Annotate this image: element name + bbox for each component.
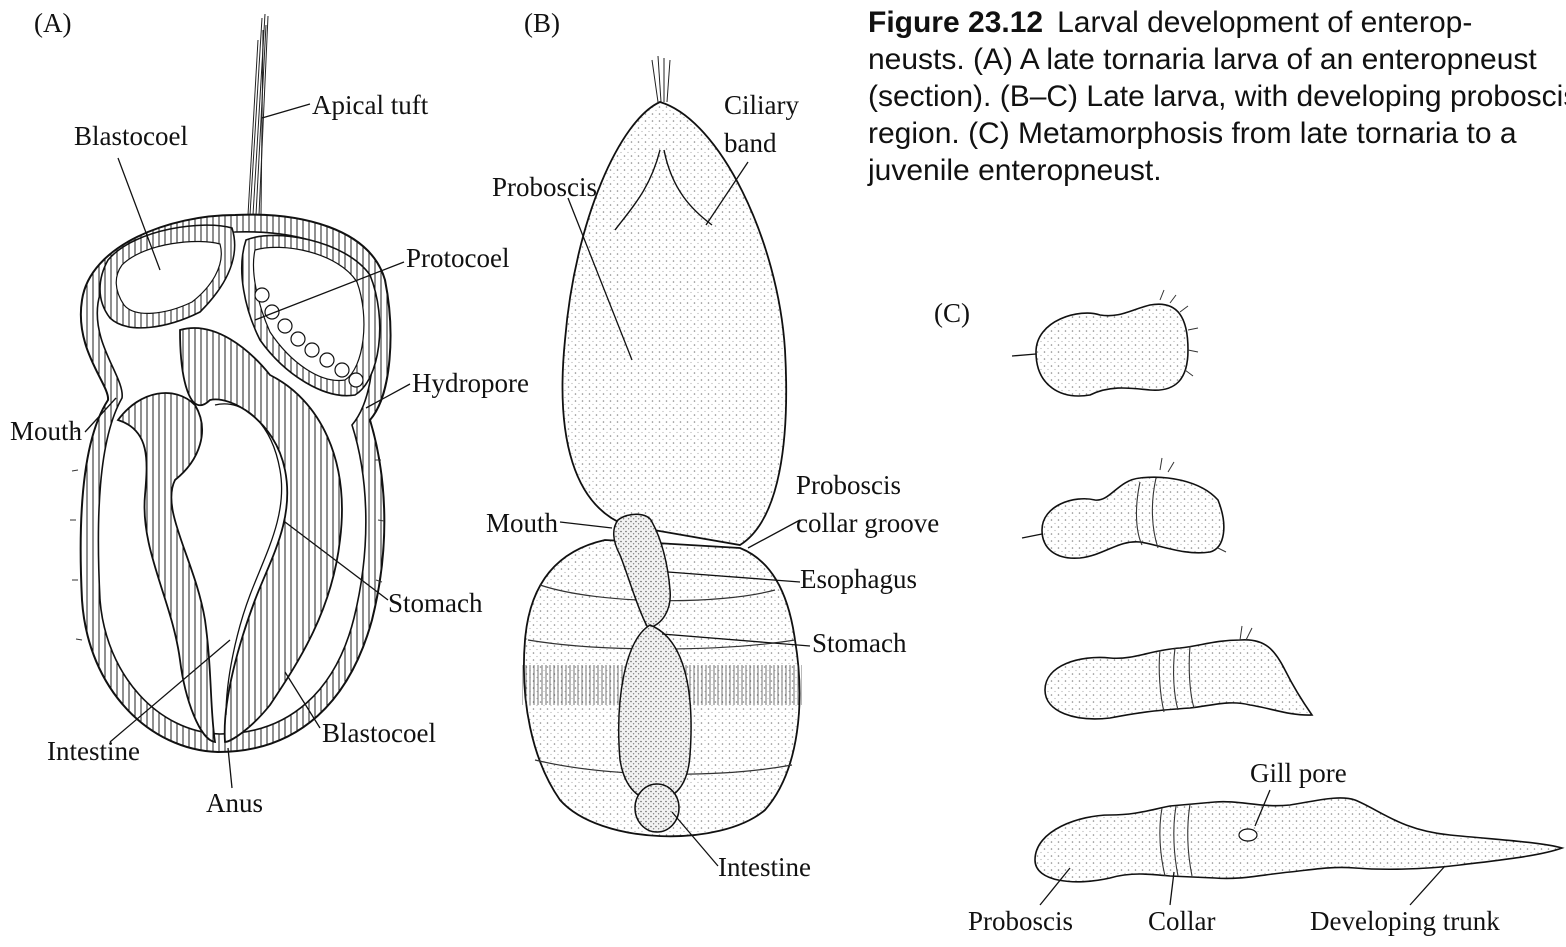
caption-line-1: Figure 23.12 Larval development of entero… xyxy=(868,4,1558,41)
label-apical-tuft: Apical tuft xyxy=(312,90,429,120)
stage-4-juvenile xyxy=(1035,798,1562,882)
label-hydropore: Hydropore xyxy=(412,368,529,398)
label-mouth-b: Mouth xyxy=(486,508,559,538)
panel-b-label: (B) xyxy=(524,8,560,38)
stage-3-larva xyxy=(1045,626,1312,719)
panel-a-label: (A) xyxy=(34,8,71,38)
label-proboscis-collar-1: Proboscis xyxy=(796,470,901,500)
caption-text-1: Larval development of enterop- xyxy=(1057,6,1472,39)
label-blastocoel-top: Blastocoel xyxy=(74,121,188,151)
label-blastocoel-bottom: Blastocoel xyxy=(322,718,436,748)
panel-c-label: (C) xyxy=(934,298,970,328)
label-esophagus: Esophagus xyxy=(800,564,917,594)
label-mouth-a: Mouth xyxy=(10,416,83,446)
stage-1-larva xyxy=(1012,290,1198,396)
larva-b-proboscis xyxy=(563,102,787,545)
larva-b-apical-tuft xyxy=(652,56,670,102)
label-intestine-a: Intestine xyxy=(47,736,140,766)
label-intestine-b: Intestine xyxy=(718,852,811,882)
panel-c: (C) xyxy=(934,290,1562,936)
caption-line-3: (section). (B–C) Late larva, with develo… xyxy=(868,78,1558,115)
label-developing-trunk: Developing trunk xyxy=(1310,906,1500,936)
figure-number: Figure 23.12 xyxy=(868,6,1043,39)
label-stomach-b: Stomach xyxy=(812,628,907,658)
apical-tuft-drawing xyxy=(248,14,268,215)
label-stomach-a: Stomach xyxy=(388,588,483,618)
label-gill-pore: Gill pore xyxy=(1250,758,1347,788)
label-proboscis-collar-2: collar groove xyxy=(796,508,939,538)
label-ciliary-band-2: band xyxy=(724,128,777,158)
label-protocoel: Protocoel xyxy=(406,243,509,273)
caption-line-5: juvenile enteropneust. xyxy=(868,152,1558,189)
caption-line-2: neusts. (A) A late tornaria larva of an … xyxy=(868,41,1558,78)
larva-b-intestine xyxy=(635,784,679,832)
figure-caption: Figure 23.12 Larval development of entero… xyxy=(868,4,1558,189)
label-proboscis-c: Proboscis xyxy=(968,906,1073,936)
label-anus: Anus xyxy=(206,788,263,818)
label-collar: Collar xyxy=(1148,906,1216,936)
panel-a: (A) xyxy=(10,8,529,818)
stage-2-larva xyxy=(1022,458,1226,558)
label-proboscis-b: Proboscis xyxy=(492,172,597,202)
caption-line-4: region. (C) Metamorphosis from late torn… xyxy=(868,115,1558,152)
label-ciliary-band-1: Ciliary xyxy=(724,90,799,120)
